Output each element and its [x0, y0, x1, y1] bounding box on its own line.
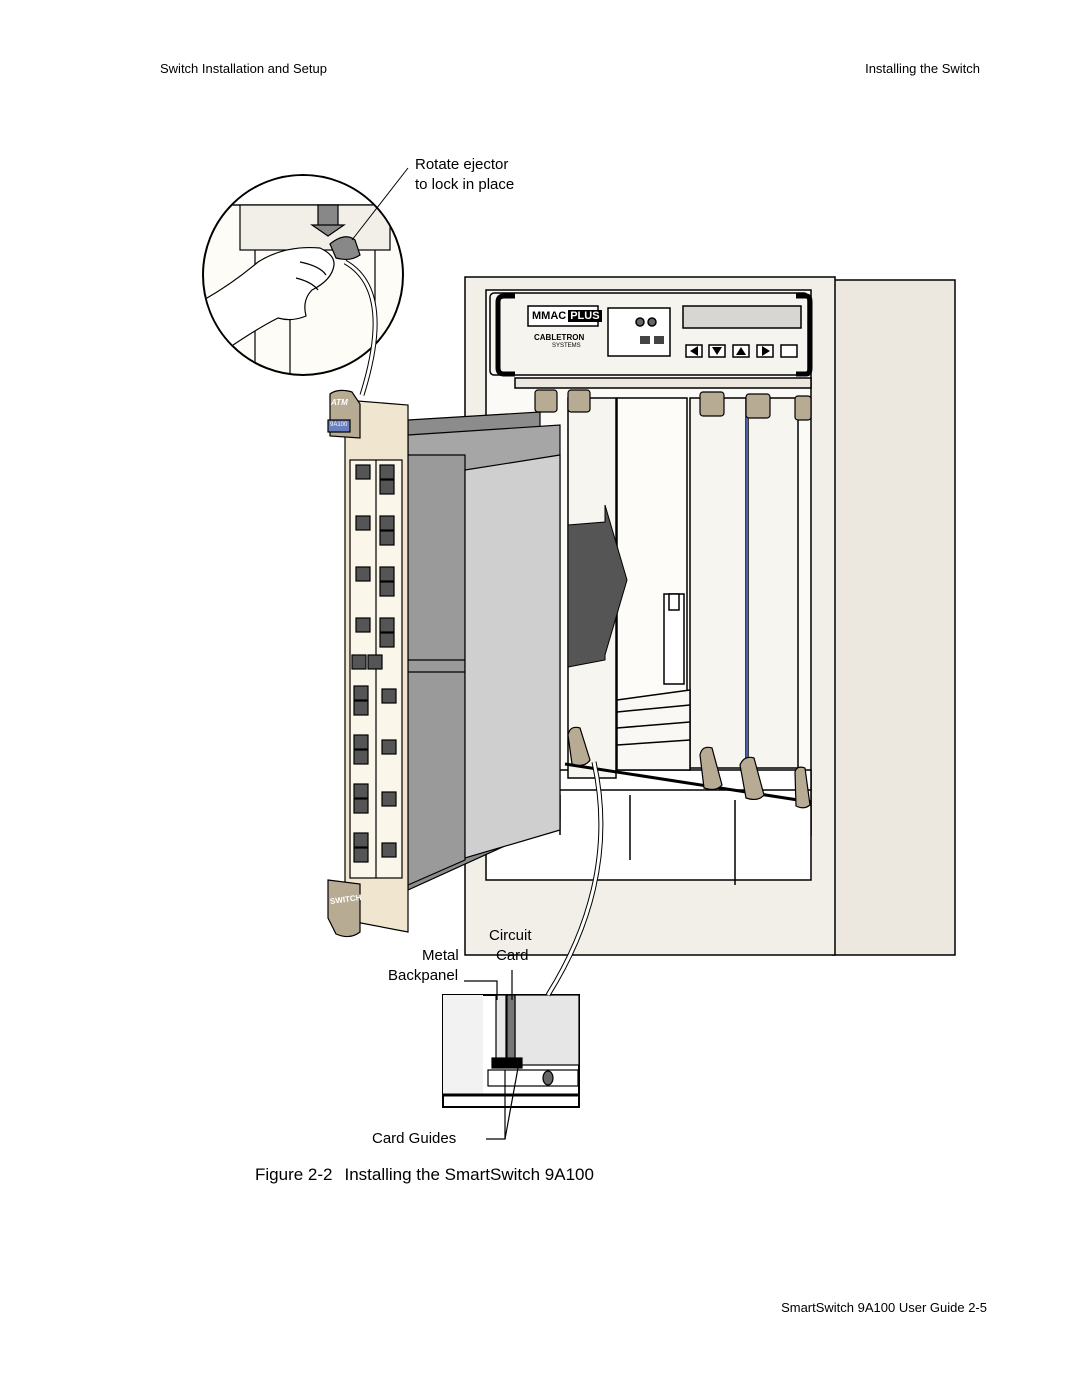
card-guide-detail: [442, 761, 604, 1140]
label-circuit: Circuit: [489, 927, 532, 944]
figure-title: Installing the SmartSwitch 9A100: [344, 1165, 594, 1184]
running-header-right: Installing the Switch: [865, 61, 980, 76]
ejector-detail-circle: [202, 167, 409, 396]
callout-rotate-line2: to lock in place: [415, 176, 515, 193]
running-header-left: Switch Installation and Setup: [160, 61, 327, 76]
figure-number: Figure 2-2: [255, 1165, 333, 1184]
module-card: [327, 389, 561, 938]
module-model: 9A100: [330, 422, 348, 428]
label-metal: Metal: [422, 947, 459, 964]
chassis-ejectors: [534, 389, 812, 809]
callout-rotate-line1: Rotate ejector: [415, 156, 509, 173]
label-card-guides: Card Guides: [372, 1130, 457, 1147]
label-backpanel: Backpanel: [388, 967, 459, 984]
installation-figure: [202, 167, 956, 1140]
page-footer: SmartSwitch 9A100 User Guide 2-5: [781, 1300, 987, 1315]
insertion-arrow: [567, 504, 628, 668]
chassis-maker: CABLETRON: [534, 333, 585, 342]
label-card: Card: [496, 947, 529, 964]
chassis-maker-sub: SYSTEMS: [552, 343, 581, 349]
figure-caption: Figure 2-2 Installing the SmartSwitch 9A1…: [255, 1165, 594, 1185]
module-tag: ATM: [331, 398, 348, 407]
